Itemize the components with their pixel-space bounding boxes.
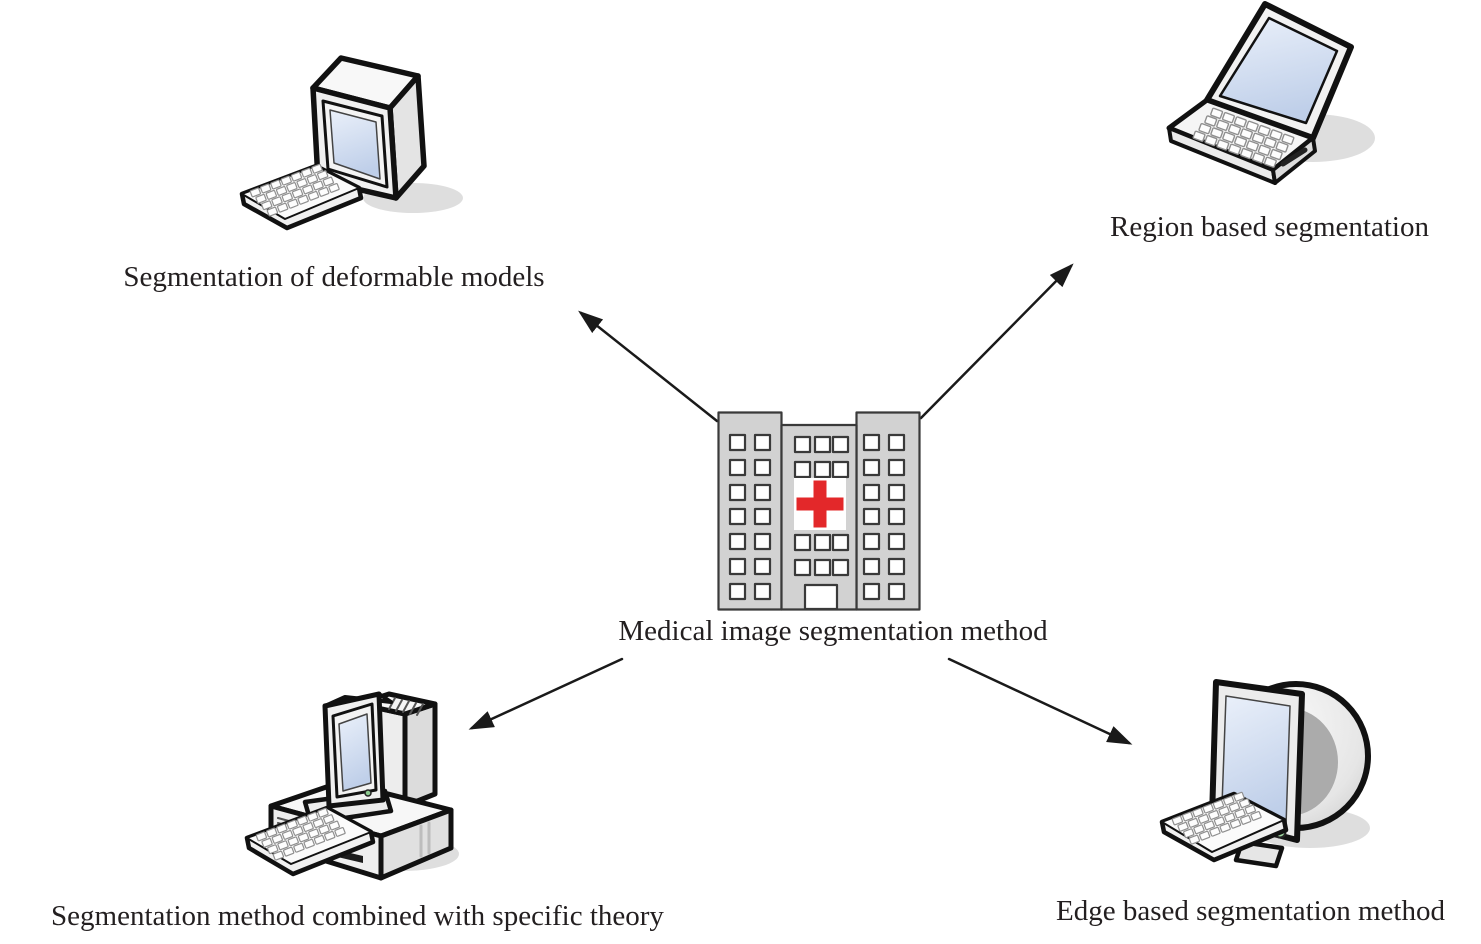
hospital-building-icon xyxy=(717,411,921,611)
keyboard xyxy=(239,163,364,231)
building-door xyxy=(803,583,839,611)
arrow-to-top-left xyxy=(578,310,719,423)
case-side-vents xyxy=(419,821,431,858)
arrow-to-bottom-right xyxy=(947,657,1133,745)
building-left-tower xyxy=(717,411,783,611)
crt-monitor xyxy=(310,55,427,201)
crt-monitor-icon xyxy=(1159,679,1371,869)
red-cross-icon xyxy=(794,478,846,530)
monitor-screen xyxy=(329,109,381,180)
laptop-icon xyxy=(1166,1,1375,185)
arrow-to-bottom-left xyxy=(468,657,624,730)
node-label-specific: Segmentation method combined with specif… xyxy=(51,900,664,932)
crt-computer-icon xyxy=(239,55,463,231)
keyboard xyxy=(244,805,376,877)
arrow-to-top-right xyxy=(919,263,1074,420)
desktop-monitor xyxy=(322,691,393,809)
laptop-base xyxy=(1166,97,1317,185)
desktop-computer-icon xyxy=(244,691,459,881)
keyboard xyxy=(1159,791,1289,863)
center-label: Medical image segmentation method xyxy=(618,615,1048,647)
monitor-screen xyxy=(338,713,372,792)
laptop-screen xyxy=(1218,16,1339,125)
node-label-region: Region based segmentation xyxy=(1110,211,1429,243)
power-led xyxy=(364,789,372,797)
laptop-lid xyxy=(1204,1,1354,141)
node-label-edge: Edge based segmentation method xyxy=(1056,895,1445,927)
node-label-deformable: Segmentation of deformable models xyxy=(123,261,545,293)
